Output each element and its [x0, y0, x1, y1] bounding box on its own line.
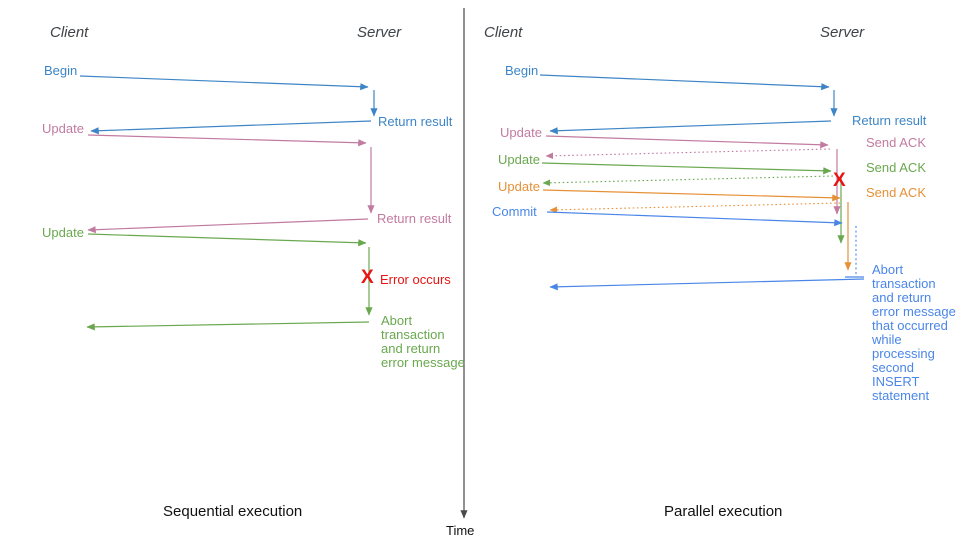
left-begin-arrow — [79, 75, 369, 91]
left-update-2-arrow — [87, 233, 367, 247]
left-abort-arrow — [86, 321, 370, 331]
left-server-header: Server — [357, 24, 402, 41]
left-begin-label: Begin — [44, 63, 78, 78]
time-axis-label: Time — [446, 523, 475, 538]
left-update-2-label: Update — [42, 225, 84, 240]
left-error-x-icon: X — [361, 267, 374, 288]
right-client-header: Client — [484, 24, 523, 41]
right-return-result-label: Return result — [852, 113, 927, 128]
right-server-header: Server — [820, 24, 865, 41]
right-update-1-arrow — [545, 135, 829, 149]
right-abort-arrow — [549, 278, 865, 291]
right-send-ack-2-arrow — [542, 175, 834, 187]
left-error-occurs-label: Error occurs — [380, 272, 451, 287]
right-begin-arrow — [539, 74, 830, 91]
left-update-1-arrow — [87, 134, 367, 147]
right-update-2-label: Update — [498, 152, 540, 167]
right-return-result-arrow — [549, 120, 832, 135]
left-client-header: Client — [50, 24, 89, 41]
right-send-ack-3-arrow — [549, 202, 841, 214]
left-return-result-2-arrow — [87, 218, 369, 234]
left-update-1-label: Update — [42, 121, 84, 136]
right-begin-label: Begin — [505, 63, 539, 78]
left-return-result-1-arrow — [90, 120, 372, 135]
right-abort-label: Abort transaction and return error messa… — [872, 262, 956, 403]
right-update-2-arrow — [541, 162, 832, 175]
right-update-3-label: Update — [498, 179, 540, 194]
right-commit-arrow — [546, 211, 843, 227]
right-update-3-arrow — [542, 189, 841, 202]
left-abort-label: Abort transaction and return error messa… — [381, 313, 465, 370]
right-send-ack-1-label: Send ACK — [866, 135, 926, 150]
right-send-ack-2-label: Send ACK — [866, 160, 926, 175]
right-commit-label: Commit — [492, 204, 537, 219]
right-send-ack-3-label: Send ACK — [866, 185, 926, 200]
right-diagram-title: Parallel execution — [664, 503, 783, 520]
right-update-1-label: Update — [500, 125, 542, 140]
right-error-x-icon: X — [833, 170, 846, 191]
left-return-result-2-label: Return result — [377, 211, 452, 226]
left-diagram-title: Sequential execution — [163, 503, 303, 520]
right-send-ack-1-arrow — [545, 148, 831, 160]
left-return-result-1-label: Return result — [378, 114, 453, 129]
